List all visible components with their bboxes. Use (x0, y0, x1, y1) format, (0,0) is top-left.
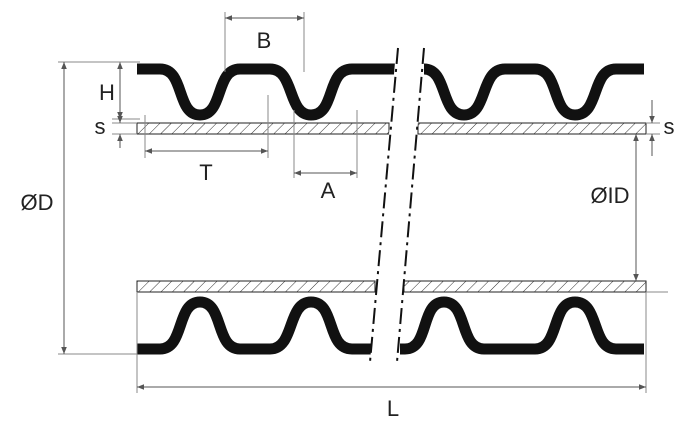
top-inner-wall-left (136, 122, 390, 135)
label-id: ØID (590, 183, 629, 208)
label-l: L (387, 396, 399, 421)
label-d: ØD (21, 190, 54, 215)
label-b: B (257, 28, 272, 53)
bottom-inner-wall-left (136, 280, 376, 293)
label-t: T (199, 160, 212, 185)
break-gap (370, 50, 424, 362)
label-a: A (321, 178, 336, 203)
bottom-inner-wall-right (403, 280, 647, 293)
bottom-bellow-left (137, 296, 372, 355)
top-bellow-left (137, 63, 395, 121)
break-line-right (396, 47, 425, 363)
top-inner-wall-right (417, 122, 647, 135)
label-s-right: s (664, 114, 675, 139)
top-bellow-right (422, 63, 644, 121)
break-line-left (369, 47, 399, 363)
label-h: H (99, 80, 115, 105)
bottom-bellow-right (399, 296, 644, 355)
label-s-left: s (95, 114, 106, 139)
